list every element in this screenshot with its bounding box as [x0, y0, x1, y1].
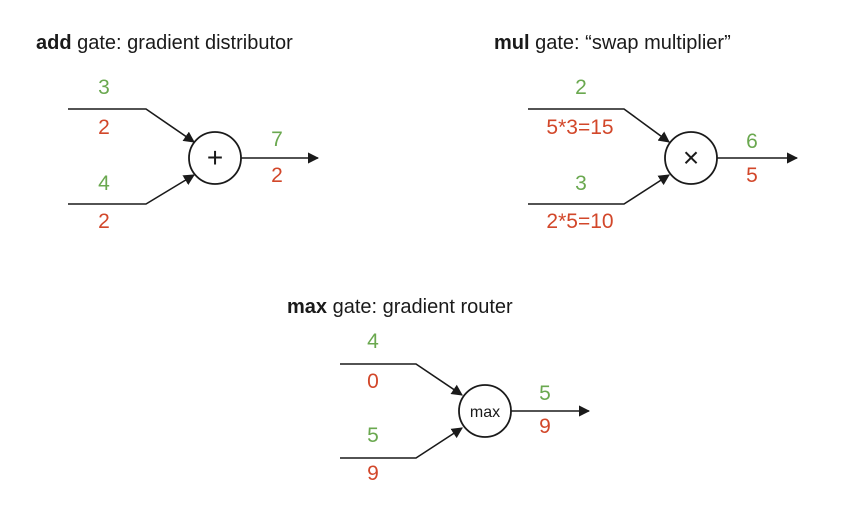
add-gate-title-rest: gate: gradient distributor: [71, 32, 293, 54]
mul-symbol: ×: [683, 142, 699, 173]
mul-output-grad: 5: [746, 164, 758, 187]
mul-input-a-wire: [528, 108, 670, 143]
max-input-a-grad: 0: [367, 370, 379, 393]
mul-input-b-wire: [528, 174, 670, 205]
add-input-a-wire: [68, 108, 195, 143]
max-input-a-value: 4: [367, 330, 379, 353]
mul-output-value: 6: [746, 130, 758, 153]
add-output-value: 7: [271, 128, 283, 151]
mul-input-a-value: 2: [575, 76, 587, 99]
add-input-b-value: 4: [98, 172, 110, 195]
mul-gate-title: mul gate: “swap multiplier”: [494, 32, 731, 55]
max-output-value: 5: [539, 382, 551, 405]
max-input-b-value: 5: [367, 424, 379, 447]
max-symbol: max: [470, 404, 500, 421]
add-output-grad: 2: [271, 164, 283, 187]
add-input-a-value: 3: [98, 76, 110, 99]
mul-gate-title-bold: mul: [494, 32, 530, 54]
max-gate-title-rest: gate: gradient router: [327, 296, 513, 318]
add-input-a-grad: 2: [98, 116, 110, 139]
add-symbol: +: [207, 142, 223, 173]
max-gate-diagram: max: [340, 363, 591, 459]
mul-input-b-grad: 2*5=10: [546, 210, 614, 233]
add-gate-title-bold: add: [36, 32, 72, 54]
mul-gate-title-rest: gate: “swap multiplier”: [529, 32, 731, 54]
mul-input-b-value: 3: [575, 172, 587, 195]
add-input-b-grad: 2: [98, 210, 110, 233]
max-gate-title: max gate: gradient router: [287, 296, 513, 319]
max-gate-title-bold: max: [287, 296, 328, 318]
mul-input-a-grad: 5*3=15: [546, 116, 614, 139]
mul-gate-diagram: ×: [528, 108, 799, 205]
add-gate-diagram: +: [68, 108, 320, 205]
add-input-b-wire: [68, 174, 195, 205]
add-gate-title: add gate: gradient distributor: [36, 32, 293, 55]
max-input-b-wire: [340, 427, 463, 459]
max-input-a-wire: [340, 363, 463, 396]
max-input-b-grad: 9: [367, 462, 379, 485]
max-output-grad: 9: [539, 415, 551, 438]
